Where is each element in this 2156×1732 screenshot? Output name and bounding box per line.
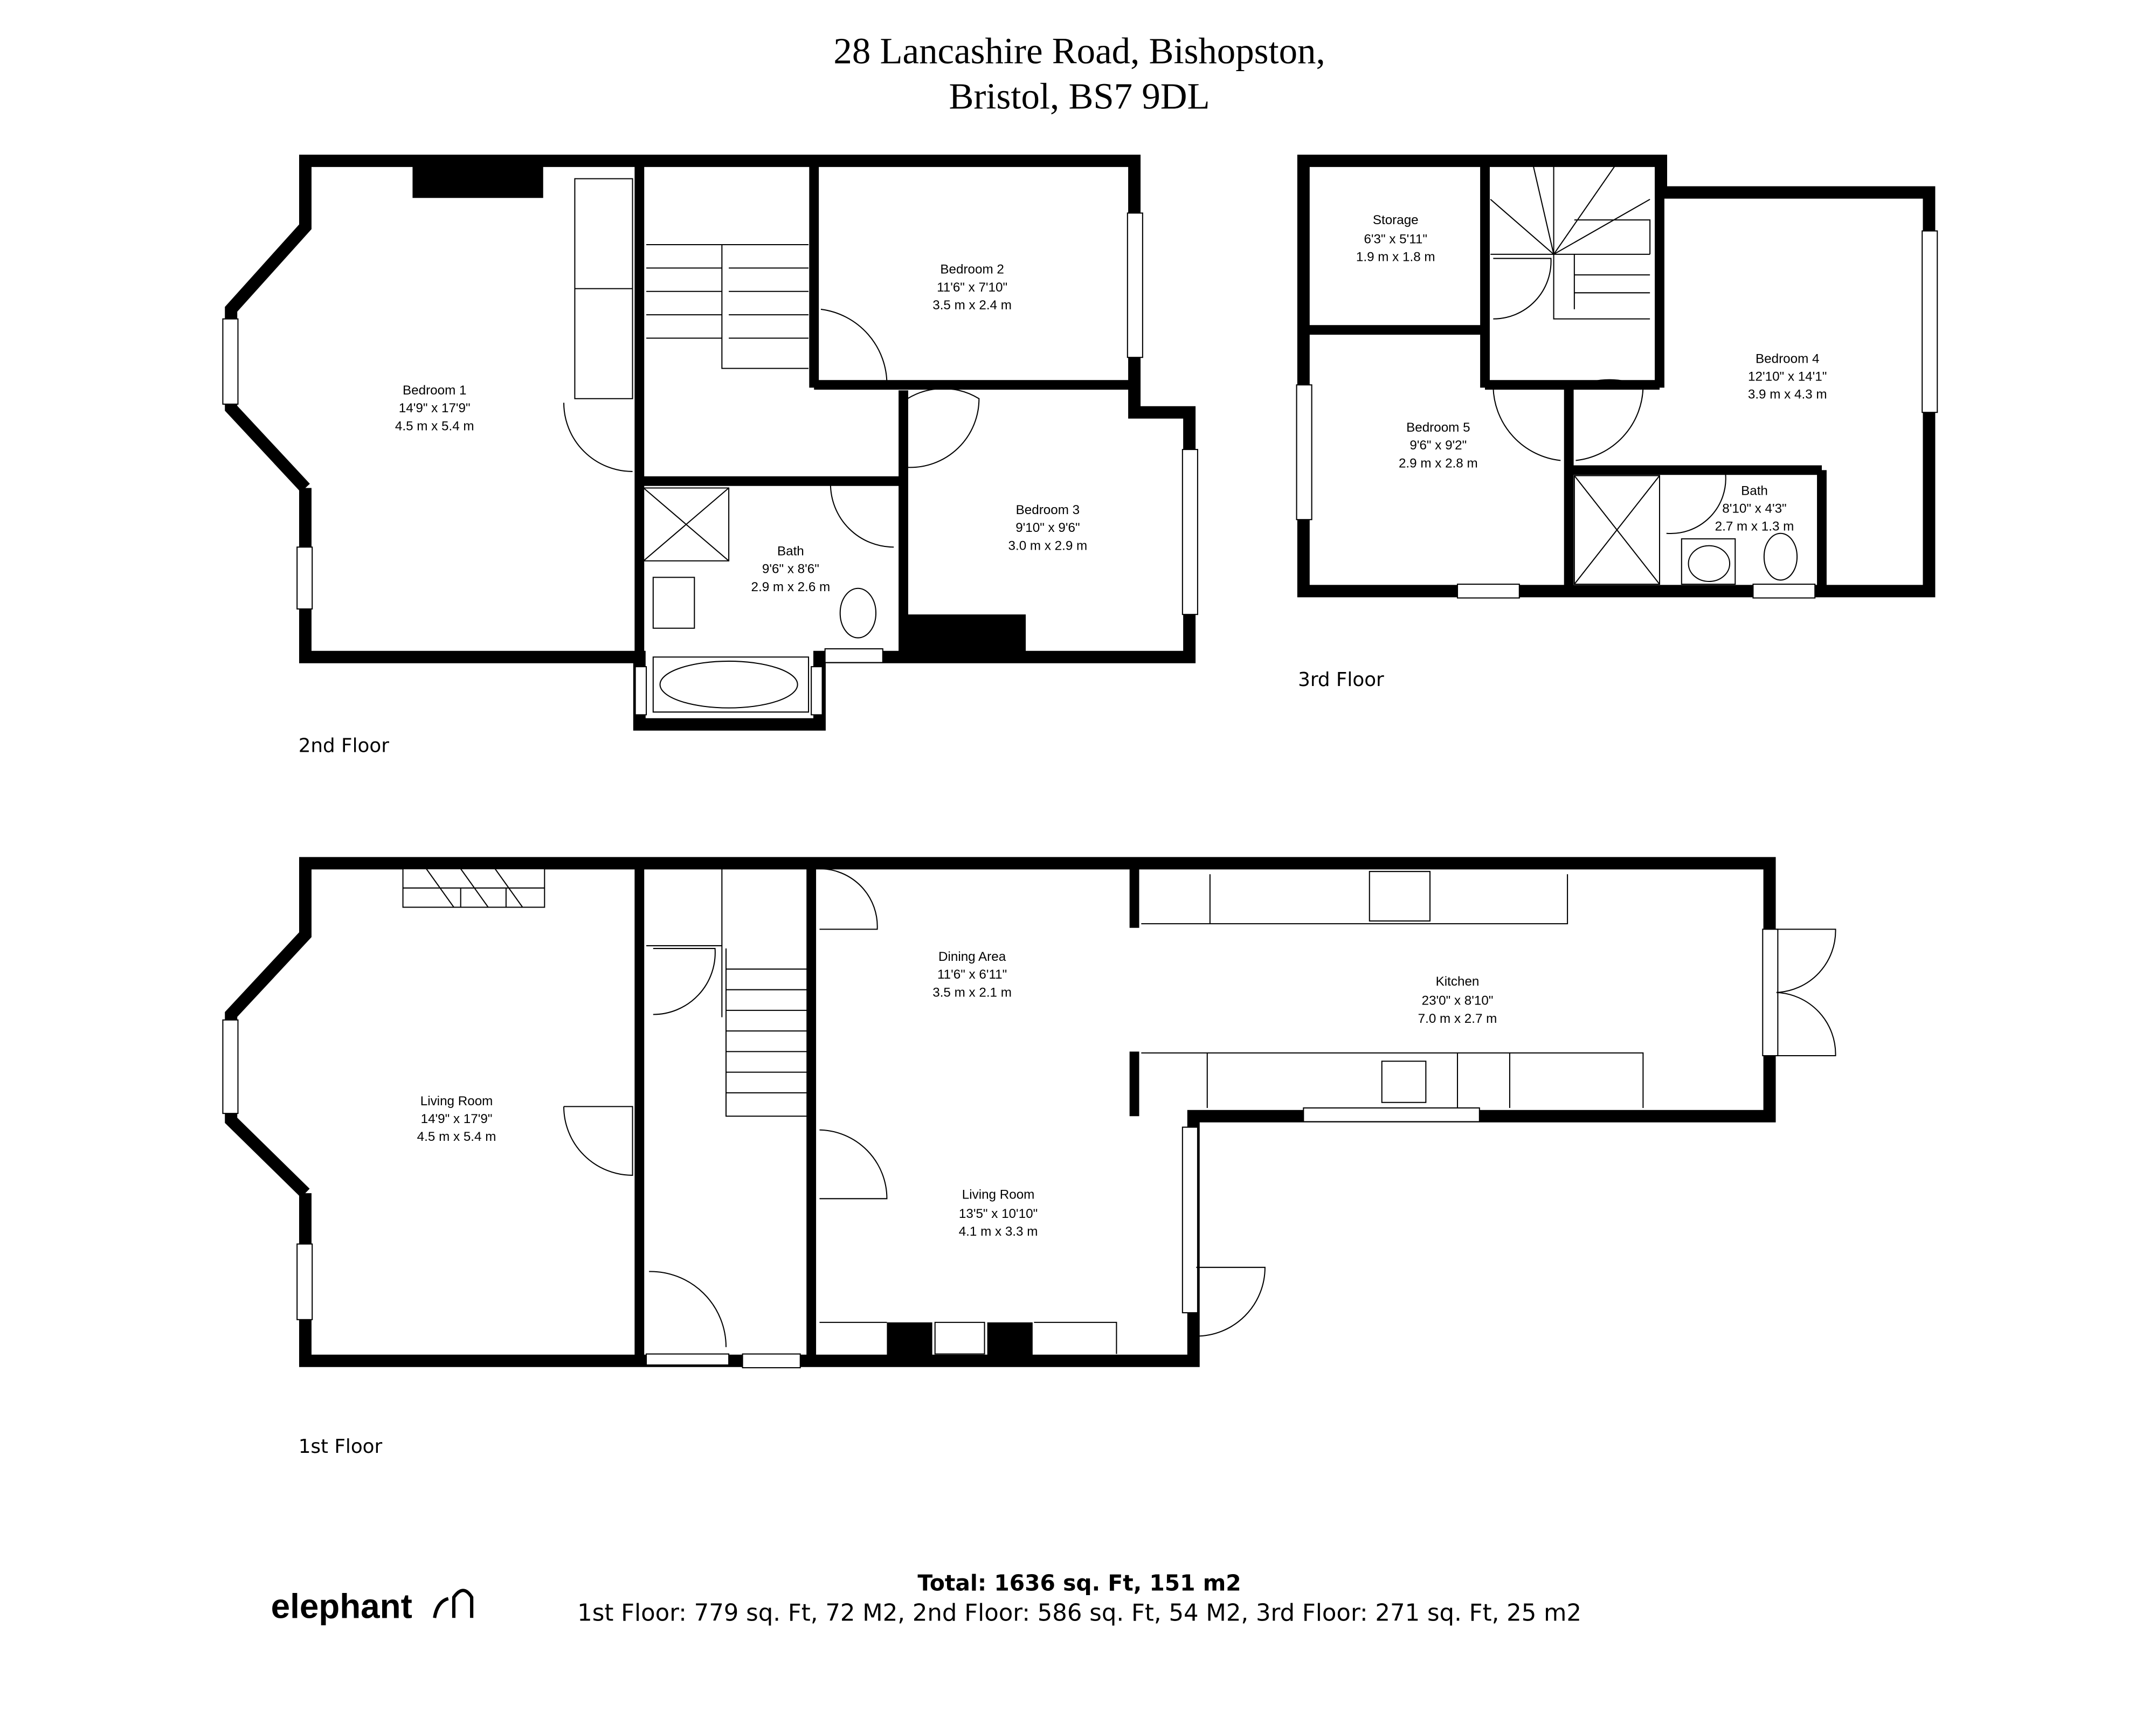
room-kitchen: Kitchen 23'0" x 8'10" 7.0 m x 2.7 m: [1418, 974, 1497, 1026]
room-bedroom-2: Bedroom 2 11'6" x 7'10" 3.5 m x 2.4 m: [932, 262, 1012, 313]
floor-label-1st: 1st Floor: [299, 1436, 383, 1458]
room-name: Bedroom 3: [1016, 503, 1080, 517]
room-size-imperial: 13'5" x 10'10": [959, 1207, 1038, 1221]
elephant-logo-icon: [433, 1589, 474, 1618]
room-storage: Storage 6'3" x 5'11" 1.9 m x 1.8 m: [1356, 213, 1435, 265]
room-size-metric: 2.7 m x 1.3 m: [1715, 519, 1794, 534]
floor-area-breakdown: 1st Floor: 779 sq. Ft, 72 M2, 2nd Floor:…: [577, 1599, 1581, 1626]
room-size-metric: 1.9 m x 1.8 m: [1356, 250, 1435, 265]
total-area: Total: 1636 sq. Ft, 151 m2: [917, 1570, 1241, 1596]
room-size-metric: 7.0 m x 2.7 m: [1418, 1012, 1497, 1026]
address-line-2: Bristol, BS7 9DL: [949, 76, 1210, 117]
room-name: Living Room: [962, 1187, 1035, 1202]
room-size-imperial: 12'10" x 14'1": [1748, 370, 1827, 384]
room-name: Bath: [1741, 483, 1768, 498]
room-living-room-rear: Living Room 13'5" x 10'10" 4.1 m x 3.3 m: [959, 1187, 1038, 1239]
floor-label-3rd: 3rd Floor: [1298, 669, 1384, 691]
room-name: Living Room: [420, 1094, 493, 1109]
room-size-metric: 3.0 m x 2.9 m: [1008, 538, 1088, 553]
room-name: Bedroom 1: [403, 383, 466, 398]
fireplace: [412, 161, 543, 198]
first-floor-plan: Living Room 14'9" x 17'9" 4.5 m x 5.4 m …: [222, 857, 1836, 1458]
room-size-imperial: 9'6" x 9'2": [1409, 438, 1467, 453]
room-size-metric: 2.9 m x 2.6 m: [751, 580, 831, 594]
room-size-metric: 3.5 m x 2.4 m: [932, 298, 1012, 313]
room-size-imperial: 11'6" x 6'11": [937, 967, 1007, 982]
room-bath-2nd: Bath 9'6" x 8'6" 2.9 m x 2.6 m: [751, 544, 831, 594]
room-size-imperial: 14'9" x 17'9": [399, 401, 471, 415]
room-size-imperial: 11'6" x 7'10": [937, 280, 1007, 295]
room-size-imperial: 6'3" x 5'11": [1364, 232, 1427, 246]
room-size-imperial: 9'10" x 9'6": [1015, 521, 1080, 535]
elephant-logo: elephant: [271, 1586, 412, 1625]
room-size-imperial: 8'10" x 4'3": [1722, 501, 1786, 516]
room-bedroom-3: Bedroom 3 9'10" x 9'6" 3.0 m x 2.9 m: [1008, 503, 1088, 553]
room-size-metric: 4.1 m x 3.3 m: [959, 1224, 1038, 1239]
room-size-metric: 3.5 m x 2.1 m: [932, 985, 1012, 1000]
room-size-metric: 4.5 m x 5.4 m: [417, 1130, 496, 1144]
room-size-imperial: 14'9" x 17'9": [421, 1112, 493, 1126]
room-name: Bath: [777, 544, 804, 559]
room-name: Bedroom 5: [1406, 420, 1470, 435]
room-living-room-front: Living Room 14'9" x 17'9" 4.5 m x 5.4 m: [417, 1094, 496, 1144]
room-bath-3rd: Bath 8'10" x 4'3" 2.7 m x 1.3 m: [1715, 483, 1794, 534]
floor-label-2nd: 2nd Floor: [299, 735, 389, 757]
room-name: Bedroom 2: [940, 262, 1004, 277]
room-dining-area: Dining Area 11'6" x 6'11" 3.5 m x 2.1 m: [932, 950, 1012, 1000]
room-size-metric: 3.9 m x 4.3 m: [1748, 387, 1827, 402]
third-floor-plan: Storage 6'3" x 5'11" 1.9 m x 1.8 m Bedro…: [1296, 154, 1938, 691]
room-name: Kitchen: [1436, 974, 1480, 989]
room-name: Bedroom 4: [1756, 351, 1819, 366]
room-bedroom-4: Bedroom 4 12'10" x 14'1" 3.9 m x 4.3 m: [1748, 351, 1827, 401]
address-line-1: 28 Lancashire Road, Bishopston,: [833, 30, 1325, 71]
room-size-imperial: 9'6" x 8'6": [762, 562, 819, 577]
room-name: Dining Area: [938, 950, 1006, 964]
room-size-metric: 4.5 m x 5.4 m: [395, 419, 474, 433]
second-floor-plan: Bedroom 1 14'9" x 17'9" 4.5 m x 5.4 m Be…: [222, 154, 1198, 757]
room-bedroom-1: Bedroom 1 14'9" x 17'9" 4.5 m x 5.4 m: [395, 383, 474, 433]
room-bedroom-5: Bedroom 5 9'6" x 9'2" 2.9 m x 2.8 m: [1399, 420, 1478, 470]
room-size-imperial: 23'0" x 8'10": [1422, 994, 1494, 1008]
chimney-block: [904, 614, 1026, 659]
room-name: Storage: [1373, 213, 1419, 227]
room-size-metric: 2.9 m x 2.8 m: [1399, 456, 1478, 470]
